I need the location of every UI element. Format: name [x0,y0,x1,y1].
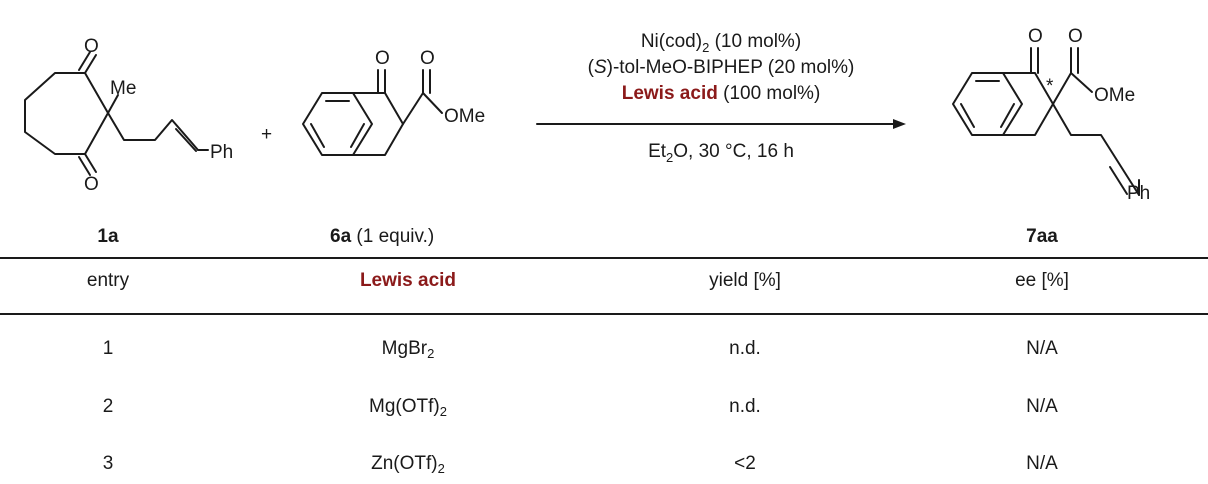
cell-yield: n.d. [729,396,761,417]
ester-link-6a [402,92,424,125]
carbonyl-bottom-1a [84,153,97,173]
reaction-scheme: O O Me Ph + O O OMe Ni(cod)2 (10 mol%) (… [24,26,1150,247]
alkene-double-1a [175,128,197,152]
benzene-ring-6a [302,92,373,156]
ketone-oxygen-6a: O [375,48,390,69]
oxygen-bottom-1a: O [84,174,99,195]
label-7aa: 7aa [1026,226,1058,247]
condition-catalyst: Ni(cod)2 (10 mol%) [641,31,801,55]
ester-oxygen-7aa: O [1068,26,1083,47]
ketone-oxygen-7aa: O [1028,26,1043,47]
condition-solvent-temp-time: Et2O, 30 °C, 16 h [648,141,794,165]
benzene-inner-2-7aa [960,103,975,128]
arrow-head [893,119,906,129]
table-row: 3 Zn(OTf)2 <2 N/A [0,449,1208,479]
table-row: 2 Mg(OTf)2 n.d. N/A [0,392,1208,422]
cell-entry: 1 [102,338,114,359]
cell-yield: n.d. [729,338,761,359]
cinnamyl-chain-7aa [1052,103,1140,196]
alkene-double-7aa [1109,166,1128,195]
carbonyl-top-1a [84,54,97,74]
ome-label-6a: OMe [444,106,485,127]
ester-oxygen-bond-6a [422,92,443,114]
oxygen-top-1a: O [84,36,99,57]
cell-ee: N/A [1026,338,1058,359]
phenyl-label-1a: Ph [210,142,233,163]
table-row: 1 MgBr2 n.d. N/A [0,334,1208,364]
cell-yield: <2 [734,453,756,474]
phenyl-label-7aa: Ph [1127,183,1150,204]
table-top-rule [0,257,1208,259]
benzene-inner-3-6a [350,123,365,148]
cell-ee: N/A [1026,453,1058,474]
cell-entry: 2 [102,396,114,417]
header-entry: entry [86,270,130,291]
stereocenter-mark-7aa: * [1046,76,1054,97]
cell-ee: N/A [1026,396,1058,417]
carbonyl-bottom-1a-2 [78,156,91,176]
header-yield: yield [%] [709,270,781,291]
benzene-inner-2-6a [310,123,325,148]
cinnamyl-chain-1a [107,112,199,151]
cell-lewis-acid: Zn(OTf)2 [371,453,445,476]
ring-1a [24,72,109,155]
ester-link-7aa [1052,72,1072,105]
methyl-label-1a: Me [110,78,136,99]
label-1a: 1a [97,226,119,247]
benzene-inner-3-7aa [1000,103,1015,128]
label-6a: 6a (1 equiv.) [330,226,434,247]
reactant-6a-structure: O O OMe [302,48,485,156]
table-header-row: entry Lewis acid yield [%] ee [%] [0,266,1208,296]
plus-sign: + [261,124,272,145]
product-7aa-structure: O O OMe * Ph [952,26,1150,204]
table-header-rule [0,313,1208,315]
cell-lewis-acid: Mg(OTf)2 [369,396,447,419]
condition-lewis-acid: Lewis acid (100 mol%) [622,83,821,104]
benzene-ring-7aa [952,72,1023,136]
saturated-ring-6a [352,92,404,156]
condition-ligand: (S)-tol-MeO-BIPHEP (20 mol%) [588,57,855,78]
header-ee: ee [%] [1015,270,1069,291]
ester-oxygen-6a: O [420,48,435,69]
cell-lewis-acid: MgBr2 [381,338,435,361]
cell-entry: 3 [102,453,114,474]
header-lewis-acid: Lewis acid [359,270,457,291]
reactant-1a-structure: O O Me Ph [24,36,233,195]
carbonyl-top-1a-2 [78,51,91,71]
ome-label-7aa: OMe [1094,85,1135,106]
methyl-bond-1a [107,94,119,114]
ester-oxygen-bond-7aa [1070,72,1093,93]
